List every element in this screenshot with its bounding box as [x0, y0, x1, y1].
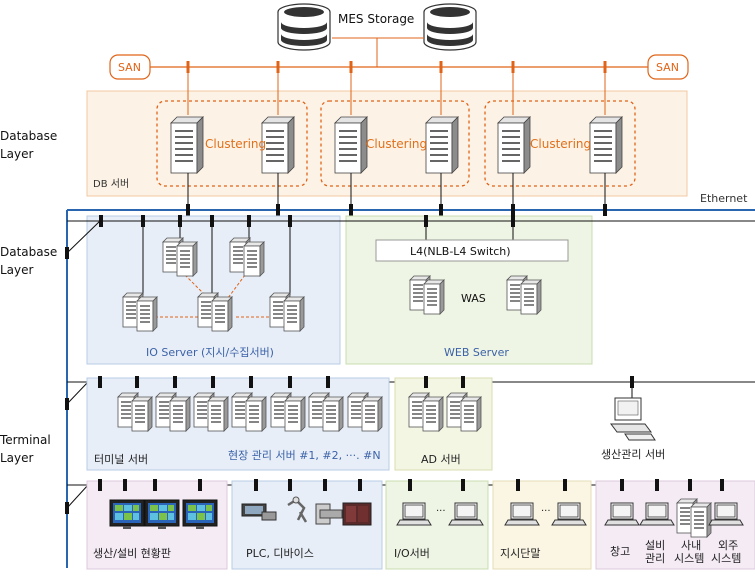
io-server-2-icon [230, 238, 264, 276]
status-board-monitor-2-icon [144, 499, 180, 530]
io-terminal-label: I/O서버 [394, 547, 430, 560]
io-server-zone [86, 215, 341, 365]
field-server-3-icon [232, 393, 266, 431]
layer-label-db-mid-line1: Database [0, 245, 58, 259]
db-server-2b-icon [425, 116, 459, 174]
cluster-box-2 [320, 100, 470, 187]
storage-label: MES Storage [338, 12, 414, 26]
cluster-box-3 [484, 100, 636, 187]
field-server-6-icon [348, 393, 382, 431]
io-server-4-icon [198, 293, 232, 331]
item-outsource-label-1: 외주 [718, 539, 738, 552]
ad-server-1-icon [409, 393, 443, 431]
field-server-label: 현장 관리 서버 #1, #2, ···. #N [228, 449, 381, 462]
plc-device-label: PLC, 디바이스 [246, 547, 314, 560]
db-zone-label: DB 서버 [93, 178, 129, 190]
terminal-zone-label: 터미널 서버 [94, 453, 148, 466]
layer-label-terminal-line2: Layer [0, 451, 34, 465]
web-zone-label: WEB Server [444, 346, 509, 359]
internal-system-server-icon [677, 499, 711, 537]
web-server-zone [345, 215, 593, 365]
cluster-label-2: Clustering [366, 137, 427, 151]
field-server-1-icon [156, 393, 190, 431]
io-zone-label: IO Server (지시/수집서버) [146, 346, 274, 359]
field-server-4-icon [271, 393, 305, 431]
prod-mgmt-label: 생산관리 서버 [601, 448, 665, 461]
ad-server-2-icon [447, 393, 481, 431]
layer-label-terminal: Terminal Layer [0, 431, 51, 467]
io-drop-lines [142, 221, 514, 295]
san-right-label: SAN [656, 61, 679, 74]
cluster-box-1 [156, 100, 308, 187]
terminal-server-icon [118, 393, 152, 431]
layer-label-terminal-line1: Terminal [0, 433, 51, 447]
db-server-3a-icon [497, 116, 531, 174]
layer-label-db-mid-line2: Layer [0, 263, 34, 277]
io-server-5-icon [270, 293, 304, 331]
was-server-right-icon [507, 276, 541, 314]
san-bus: SAN SAN [109, 54, 689, 80]
item-warehouse-label: 창고 [610, 545, 630, 558]
san-right-box [647, 54, 689, 80]
layer-label-db-top-line2: Layer [0, 147, 34, 161]
san-left-box [109, 54, 151, 80]
l4-switch-box [375, 239, 569, 262]
io-server-1-icon [163, 238, 197, 276]
status-board-label: 생산/설비 현황판 [93, 547, 171, 560]
plc-device-icons [241, 496, 372, 526]
storage-disk-left-icon [277, 3, 331, 51]
cluster-label-1: Clustering [205, 137, 266, 151]
status-board-monitor-1-icon [109, 499, 145, 530]
field-server-2-icon [194, 393, 228, 431]
prod-mgmt-pc-icon [610, 397, 656, 441]
ad-zone-label: AD 서버 [421, 453, 461, 466]
item-internal-label-1: 사내 [681, 539, 701, 552]
io-terminal-dots: ··· [436, 506, 446, 517]
san-left-label: SAN [118, 61, 141, 74]
l4-switch-label: L4(NLB-L4 Switch) [410, 245, 511, 258]
mid-bus [65, 215, 755, 259]
io-server-3-icon [123, 293, 157, 331]
item-outsource-label-2: 시스템 [711, 552, 741, 565]
io-mesh-links [155, 274, 275, 318]
db-server-2a-icon [334, 116, 368, 174]
was-label: WAS [461, 292, 486, 305]
db-server-1b-icon [261, 116, 295, 174]
db-ethernet-drops [187, 173, 606, 210]
storage-disk-right-icon [423, 3, 477, 51]
ethernet-label: Ethernet [700, 192, 748, 205]
cluster-label-3: Clustering [530, 137, 591, 151]
db-server-1a-icon [170, 116, 204, 174]
layer-label-db-top-line1: Database [0, 129, 58, 143]
item-equipment-label-1: 설비 [645, 539, 665, 552]
san-drop-lines [187, 67, 606, 115]
item-internal-label-2: 시스템 [674, 552, 704, 565]
layer-label-db-top: Database Layer [0, 127, 57, 163]
item-equipment-label-2: 관리 [645, 552, 665, 565]
was-server-left-icon [410, 276, 444, 314]
directive-dots: ··· [541, 506, 551, 517]
db-server-3b-icon [589, 116, 623, 174]
layer-label-db-mid: Database Layer [0, 243, 57, 279]
field-server-5-icon [309, 393, 343, 431]
status-board-monitor-3-icon [182, 499, 218, 530]
directive-label: 지시단말 [500, 547, 540, 560]
